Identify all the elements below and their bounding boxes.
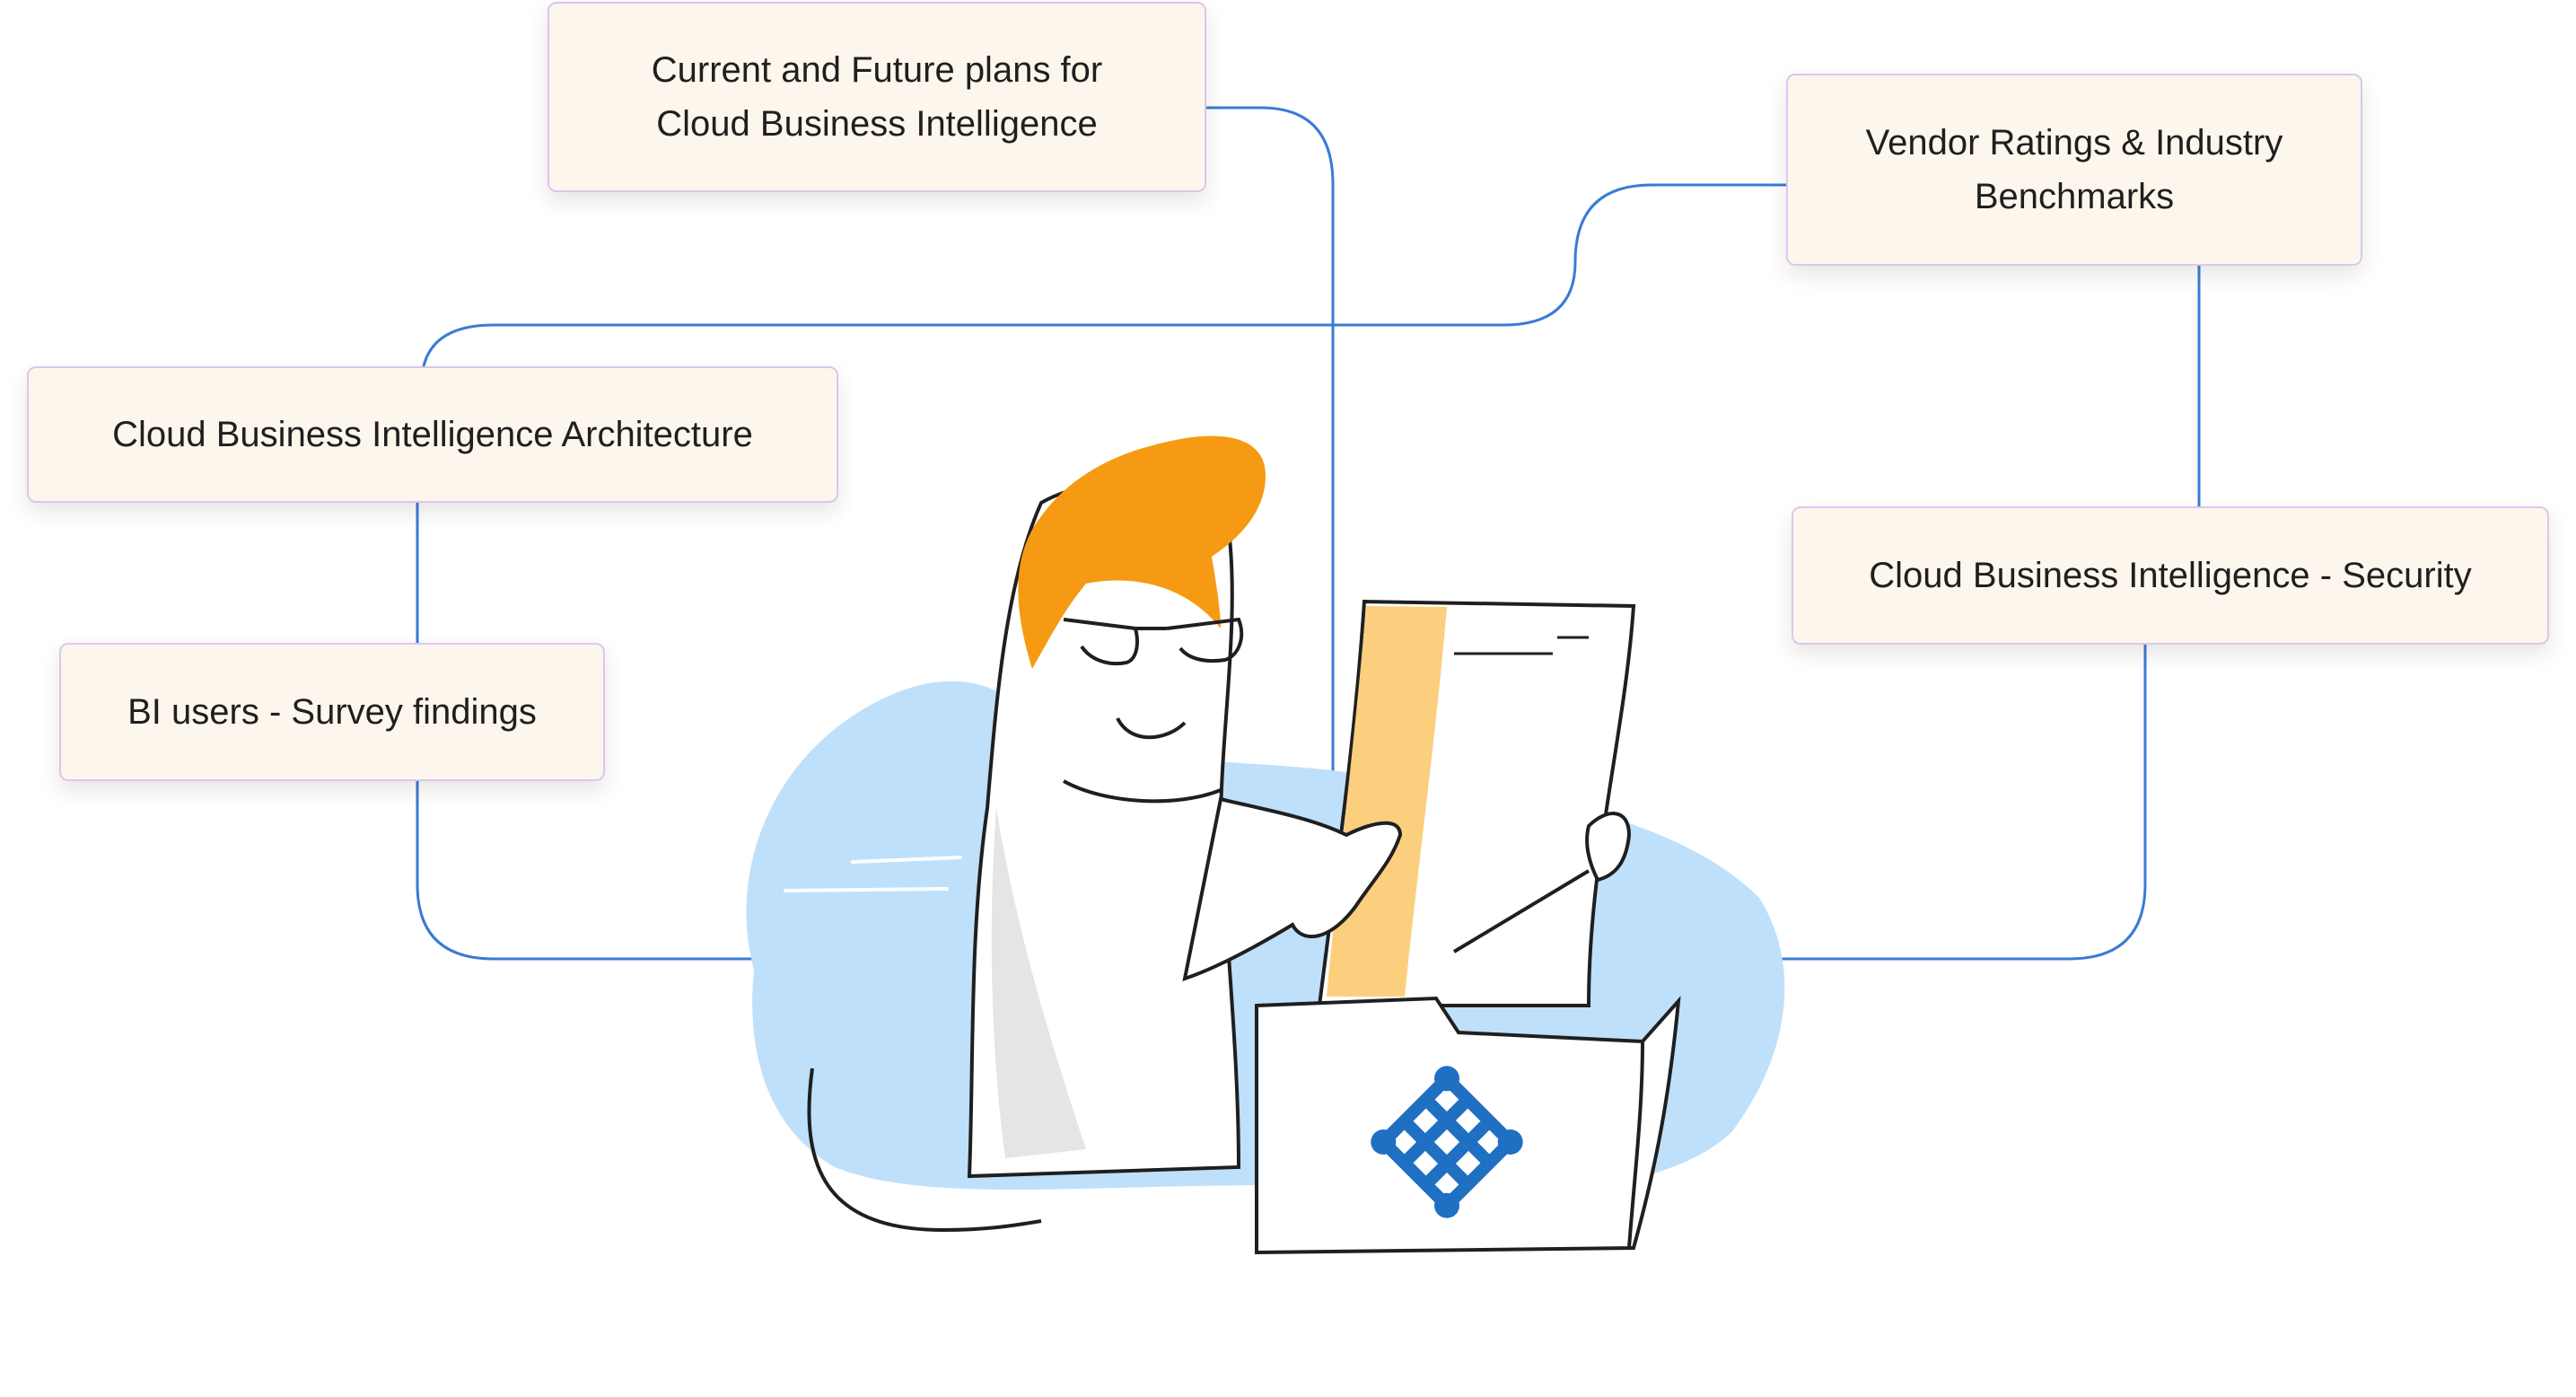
- node-label: Vendor Ratings & Industry Benchmarks: [1866, 116, 2283, 224]
- node-label-line: Cloud Business Intelligence: [656, 104, 1098, 144]
- person-hair: [1018, 435, 1266, 669]
- node-label-line: Cloud Business Intelligence - Security: [1869, 556, 2472, 595]
- node-label-line: Current and Future plans for: [651, 50, 1103, 90]
- node-label: Current and Future plans for Cloud Busin…: [652, 43, 1102, 151]
- node-label-line: Cloud Business Intelligence Architecture: [112, 415, 753, 454]
- node-current-future-plans: Current and Future plans for Cloud Busin…: [548, 2, 1206, 192]
- node-vendor-ratings: Vendor Ratings & Industry Benchmarks: [1786, 74, 2362, 266]
- node-label-line: BI users - Survey findings: [127, 692, 537, 732]
- connector-security: [1759, 645, 2147, 961]
- node-architecture: Cloud Business Intelligence Architecture: [27, 366, 838, 503]
- node-survey-findings: BI users - Survey findings: [59, 643, 605, 781]
- connector-vendor: [420, 183, 1786, 378]
- connector-architecture: [416, 503, 754, 961]
- connector-plans: [1206, 106, 1335, 952]
- node-label-line: Benchmarks: [1974, 177, 2175, 216]
- node-label: Cloud Business Intelligence Architecture: [112, 408, 753, 461]
- connector-lines: [416, 106, 2201, 961]
- node-security: Cloud Business Intelligence - Security: [1792, 506, 2549, 645]
- node-label-line: Vendor Ratings & Industry: [1865, 123, 2283, 163]
- node-label: BI users - Survey findings: [127, 685, 537, 739]
- node-label: Cloud Business Intelligence - Security: [1869, 549, 2471, 602]
- folder: [1255, 996, 1681, 1255]
- person-reading-document-icon: [746, 435, 1785, 1255]
- endless-knot-icon: [1371, 1066, 1523, 1218]
